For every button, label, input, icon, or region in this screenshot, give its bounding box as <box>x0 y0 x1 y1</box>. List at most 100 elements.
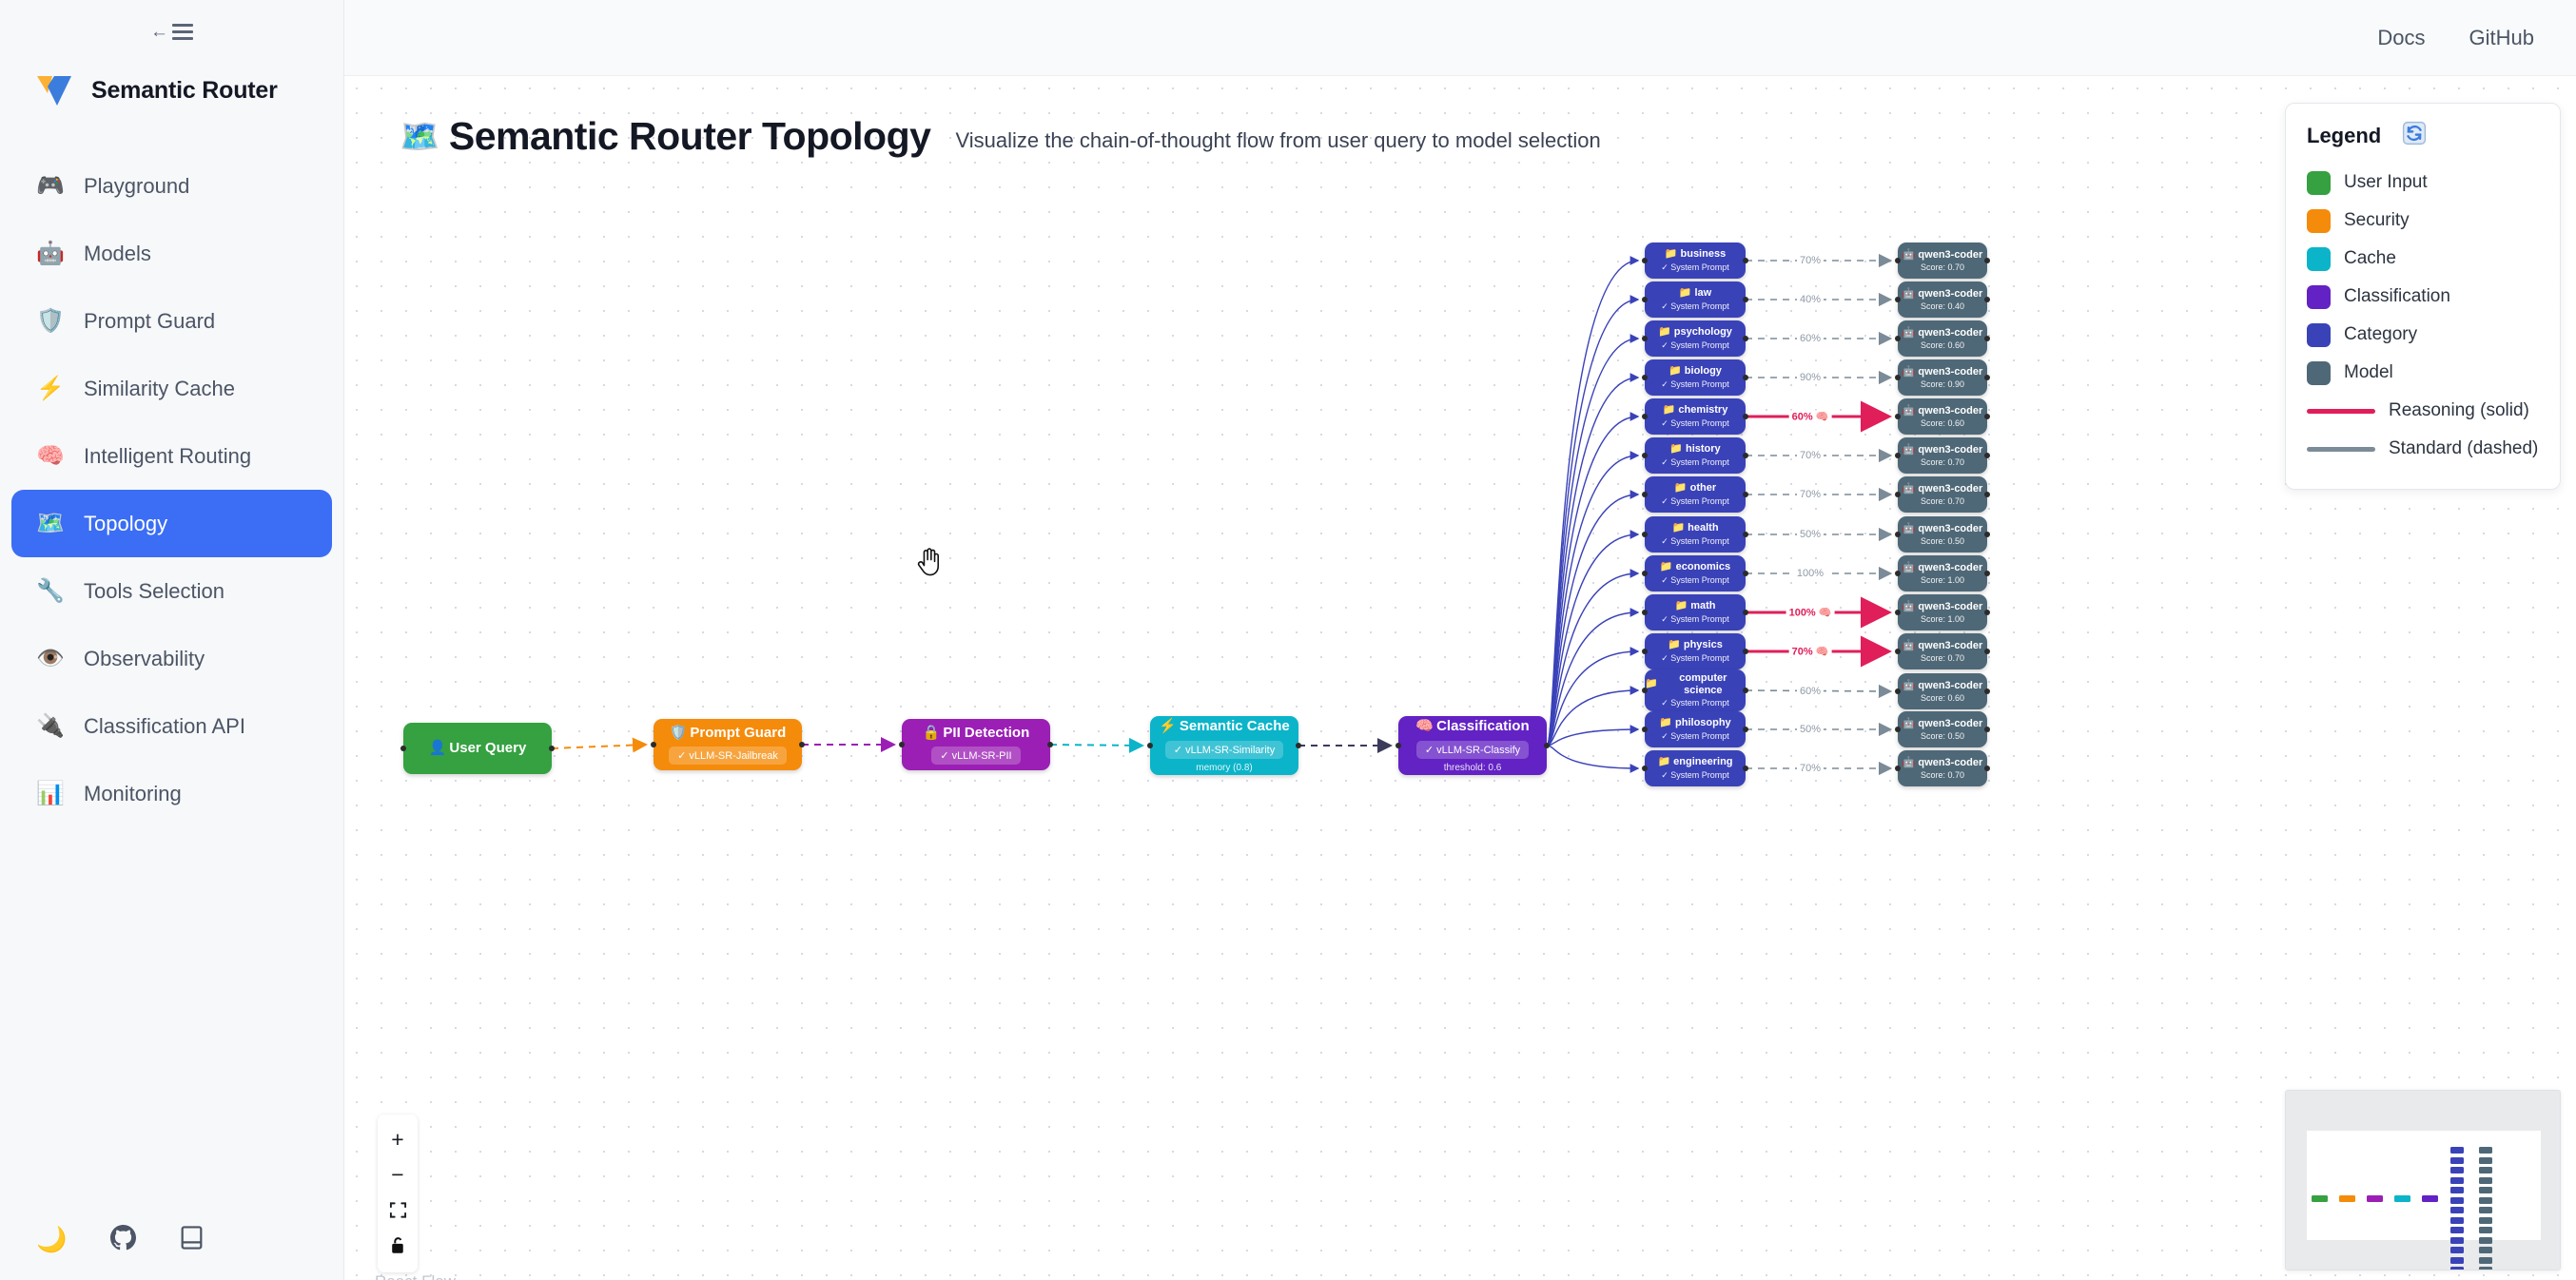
robot-icon: 🤖 <box>1902 326 1916 339</box>
nav-link-github[interactable]: GitHub <box>2469 25 2534 49</box>
node-icon: 🔒 <box>922 724 941 741</box>
category-node-biology[interactable]: 📁biology✓ System Prompt <box>1642 359 1748 396</box>
category-node-physics[interactable]: 📁physics✓ System Prompt <box>1642 633 1748 669</box>
category-node-business[interactable]: 📁business✓ System Prompt <box>1642 242 1748 279</box>
category-node-other[interactable]: 📁other✓ System Prompt <box>1642 476 1748 513</box>
minimap-viewport <box>2307 1131 2541 1240</box>
category-node-history[interactable]: 📁history✓ System Prompt <box>1642 437 1748 474</box>
edge-label-percent: 40% <box>1796 294 1825 305</box>
sidebar-item-similarity-cache[interactable]: ⚡Similarity Cache <box>11 355 332 422</box>
fit-view-icon[interactable] <box>378 1193 418 1228</box>
react-flow-attribution[interactable]: React Flow <box>375 1272 456 1280</box>
node-port-out <box>1544 743 1550 748</box>
legend-label: Category <box>2344 324 2418 344</box>
lock-icon[interactable] <box>378 1228 418 1263</box>
collapse-sidebar-icon[interactable]: ← <box>150 23 193 41</box>
sidebar-item-tools-selection[interactable]: 🔧Tools Selection <box>11 557 332 625</box>
sidebar-item-prompt-guard[interactable]: 🛡️Prompt Guard <box>11 287 332 355</box>
node-port-out <box>1743 453 1748 458</box>
node-port-out <box>1984 688 1990 694</box>
sidebar-item-classification-api[interactable]: 🔌Classification API <box>11 692 332 760</box>
category-node-economics[interactable]: 📁economics✓ System Prompt <box>1642 555 1748 592</box>
node-title: 🛡️Prompt Guard <box>669 724 787 741</box>
zoom-in-button[interactable]: + <box>391 1127 404 1152</box>
sidebar-item-playground[interactable]: 🎮Playground <box>11 152 332 220</box>
category-node-health[interactable]: 📁health✓ System Prompt <box>1642 516 1748 553</box>
sidebar-item-topology[interactable]: 🗺️Topology <box>11 490 332 557</box>
flow-node-user-query[interactable]: 👤User Query <box>400 723 555 774</box>
model-title: 🤖qwen3-coder <box>1902 443 1983 456</box>
pipeline-edge <box>1049 737 1144 753</box>
minimap[interactable] <box>2285 1090 2561 1270</box>
brand[interactable]: Semantic Router <box>0 63 343 118</box>
model-title: 🤖qwen3-coder <box>1902 561 1983 573</box>
node-port-in <box>1895 532 1901 537</box>
folder-icon: 📁 <box>1658 326 1671 339</box>
node-port-in <box>1642 571 1648 576</box>
node-port-out <box>1984 532 1990 537</box>
minimap-pipeline-node <box>2367 1195 2383 1202</box>
dark-mode-moon-icon[interactable]: 🌙 <box>36 1225 68 1253</box>
brain-icon: 🧠 <box>1815 646 1829 658</box>
folder-icon: 📁 <box>1669 365 1682 378</box>
system-prompt-label: ✓ System Prompt <box>1661 495 1729 506</box>
node-port-in <box>1895 375 1901 380</box>
topology-canvas[interactable]: 🗺️ Semantic Router Topology Visualize th… <box>344 76 2576 1280</box>
sidebar-item-icon: 👁️ <box>36 645 65 671</box>
github-icon[interactable] <box>110 1224 137 1254</box>
category-node-psychology[interactable]: 📁psychology✓ System Prompt <box>1642 320 1748 357</box>
legend-label: Reasoning (solid) <box>2389 400 2529 420</box>
sidebar-item-models[interactable]: 🤖Models <box>11 220 332 287</box>
classification-to-category-edge <box>1546 745 1640 773</box>
flow-node-pii-detection[interactable]: 🔒PII Detection✓ vLLM-SR-PII <box>899 719 1053 770</box>
docs-book-icon[interactable] <box>180 1225 204 1254</box>
category-node-math[interactable]: 📁math✓ System Prompt <box>1642 594 1748 630</box>
zoom-out-button[interactable]: − <box>391 1162 404 1187</box>
sidebar-item-label: Observability <box>84 646 205 670</box>
node-icon: ⚡ <box>1159 718 1177 735</box>
category-node-philosophy[interactable]: 📁philosophy✓ System Prompt <box>1642 711 1748 747</box>
arrow-left-icon: ← <box>150 21 168 42</box>
node-title: ⚡Semantic Cache <box>1159 718 1290 735</box>
category-node-engineering[interactable]: 📁engineering✓ System Prompt <box>1642 750 1748 786</box>
page-title: 🗺️ Semantic Router Topology <box>400 114 931 159</box>
refresh-icon[interactable] <box>2402 121 2427 150</box>
minimap-pipeline-node <box>2339 1195 2355 1202</box>
sidebar-item-intelligent-routing[interactable]: 🧠Intelligent Routing <box>11 422 332 490</box>
node-port-in <box>1642 532 1648 537</box>
sidebar-item-monitoring[interactable]: 📊Monitoring <box>11 760 332 827</box>
category-node-chemistry[interactable]: 📁chemistry✓ System Prompt <box>1642 398 1748 435</box>
system-prompt-label: ✓ System Prompt <box>1661 652 1729 663</box>
node-port-in <box>1642 492 1648 497</box>
category-node-law[interactable]: 📁law✓ System Prompt <box>1642 281 1748 318</box>
nav-link-docs[interactable]: Docs <box>2377 25 2426 49</box>
folder-icon: 📁 <box>1659 561 1673 573</box>
minimap-model-node <box>2479 1247 2492 1253</box>
robot-icon: 🤖 <box>1902 717 1916 729</box>
system-prompt-label: ✓ System Prompt <box>1661 535 1729 546</box>
legend-label: User Input <box>2344 172 2428 192</box>
sidebar-item-observability[interactable]: 👁️ Observability <box>11 625 332 692</box>
node-port-out <box>1743 532 1748 537</box>
sidebar-item-label: Topology <box>84 511 168 535</box>
flow-node-prompt-guard[interactable]: 🛡️Prompt Guard✓ vLLM-SR-Jailbreak <box>651 719 805 770</box>
node-port-out <box>1984 649 1990 654</box>
minimap-model-node <box>2479 1227 2492 1233</box>
category-node-computer-science[interactable]: 📁computer science✓ System Prompt <box>1642 669 1748 711</box>
